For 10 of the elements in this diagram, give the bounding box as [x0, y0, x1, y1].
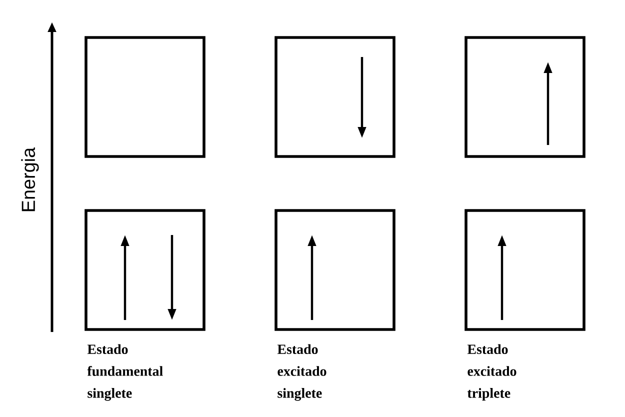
- energy-level-box: [464, 36, 586, 158]
- energy-level-box: [274, 36, 396, 158]
- energy-level-box: [84, 36, 206, 158]
- energy-level-box: [84, 209, 206, 331]
- state-caption: Estado fundamental singlete: [87, 344, 163, 401]
- state-caption: Estado excitado singlete: [277, 344, 326, 401]
- state-caption: Estado excitado triplete: [467, 344, 516, 401]
- energy-level-box: [274, 209, 396, 331]
- axis-label: Energia: [21, 147, 39, 212]
- energy-level-box: [464, 209, 586, 331]
